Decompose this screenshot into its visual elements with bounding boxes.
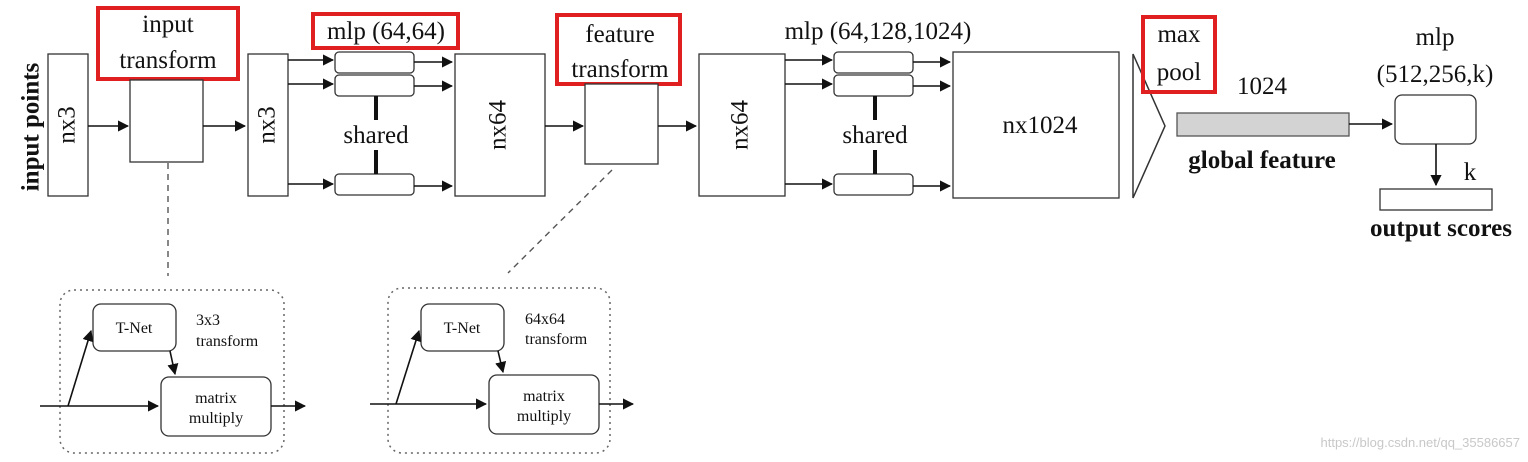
max-pool-label-2: pool: [1157, 59, 1202, 86]
global-feature-label: global feature: [1188, 147, 1335, 174]
mlp2-unit-3: [833, 173, 914, 196]
output-scores-label: output scores: [1370, 215, 1512, 242]
input-points-label: input points: [18, 62, 45, 191]
transform-size-label-left-2: transform: [196, 333, 259, 350]
transform-size-label-left-1: 3x3: [196, 312, 220, 329]
mlp1-label: mlp (64,64): [327, 18, 445, 45]
transform-size-label-right-1: 64x64: [525, 311, 565, 328]
input-transform-label-1: input: [142, 11, 193, 38]
feature-transform-detail-panel: [387, 287, 611, 454]
dashed-connector-right: [507, 169, 613, 274]
nx64-box-a: [454, 53, 546, 197]
mlp3-label-1: mlp: [1416, 24, 1455, 51]
detail-right-branch-arrow: [395, 329, 422, 405]
shared-label-1: shared: [343, 122, 409, 149]
feature-transform-label-1: feature: [585, 21, 654, 48]
nx64-box-b: [698, 53, 786, 197]
matrix-label-right-2: multiply: [517, 408, 571, 425]
input-transform-box: [129, 79, 204, 163]
mlp3-label-2: (512,256,k): [1377, 61, 1494, 88]
global-feature-dim-label: 1024: [1237, 73, 1288, 100]
matrix-label-left-1: matrix: [195, 390, 237, 407]
transform-size-label-right-2: transform: [525, 331, 588, 348]
tnet-label-left: T-Net: [116, 320, 153, 337]
nx64-label-a: nx64: [485, 100, 512, 151]
shared-label-2: shared: [842, 122, 908, 149]
nx1024-box: [952, 51, 1120, 199]
global-feature-bar: [1176, 112, 1350, 137]
mlp2-unit-1: [833, 51, 914, 74]
mlp1-unit-2: [334, 74, 415, 97]
highlight-max-pool: [1141, 15, 1217, 94]
k-label: k: [1464, 159, 1477, 186]
nx3-label-a: nx3: [54, 106, 81, 144]
output-scores-bar: [1379, 188, 1493, 211]
tnet-box-left: [92, 303, 177, 352]
feature-transform-box: [584, 83, 659, 165]
matrix-label-left-2: multiply: [189, 410, 243, 427]
mlp2-label: mlp (64,128,1024): [785, 18, 972, 45]
max-pool-label-1: max: [1157, 21, 1201, 48]
input-transform-detail-panel: [59, 289, 285, 454]
highlight-input-transform: [96, 6, 240, 81]
detail-right-tnet-arrow: [495, 350, 507, 374]
nx64-label-b: nx64: [727, 100, 754, 151]
mlp2-unit-2: [833, 74, 914, 97]
tnet-box-right: [420, 303, 505, 352]
nx3-box-a: [47, 53, 89, 197]
detail-left-branch-arrow: [67, 329, 94, 407]
highlight-mlp1: [311, 12, 460, 50]
matrix-label-right-1: matrix: [523, 388, 565, 405]
nx3-label-b: nx3: [254, 106, 281, 144]
watermark-text: https://blog.csdn.net/qq_35586657: [1321, 435, 1521, 450]
mlp1-unit-1: [334, 51, 415, 74]
mlp1-unit-3: [334, 173, 415, 196]
input-transform-label-2: transform: [119, 47, 217, 74]
tnet-label-right: T-Net: [444, 320, 481, 337]
mlp3-box: [1394, 94, 1477, 145]
detail-left-tnet-arrow: [167, 350, 179, 376]
nx3-box-b: [247, 53, 289, 197]
feature-transform-label-2: transform: [571, 56, 669, 83]
nx1024-label: nx1024: [1003, 112, 1079, 139]
